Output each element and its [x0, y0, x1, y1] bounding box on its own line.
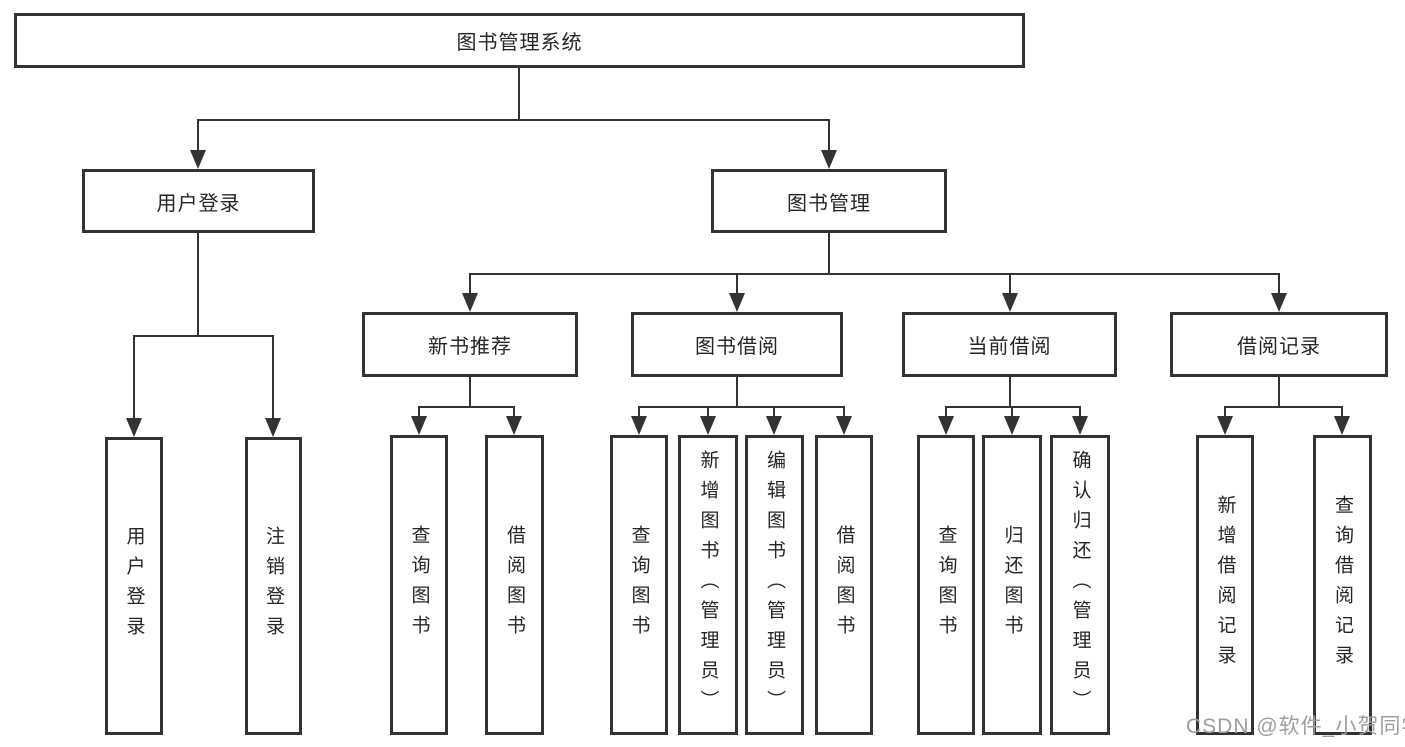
- connector-line: [518, 68, 520, 120]
- connector-line: [469, 377, 471, 407]
- leaf-add-borrow-record: 新增借阅记录: [1196, 435, 1254, 735]
- csdn-watermark: CSDN @软件_小贺同学: [1186, 715, 1405, 738]
- connector-line: [513, 407, 515, 422]
- arrowhead-down-icon: [1004, 416, 1020, 435]
- arrowhead-down-icon: [126, 418, 142, 437]
- leaf-borrow-books-2: 借阅图书: [815, 435, 873, 735]
- leaf-label: 编辑图书（管理员）: [764, 450, 785, 720]
- leaf-label: 查询图书: [628, 525, 650, 645]
- arrowhead-down-icon: [411, 416, 427, 435]
- connector-line: [1011, 407, 1013, 422]
- connector-line: [828, 120, 830, 155]
- leaf-label: 新增借阅记录: [1214, 495, 1236, 675]
- connector-line: [707, 407, 709, 422]
- leaf-logout: 注销登录: [245, 437, 302, 735]
- connector-line: [1341, 407, 1343, 422]
- leaf-query-books-2: 查询图书: [610, 435, 668, 735]
- arrowhead-down-icon: [821, 150, 837, 169]
- leaf-add-book-admin: 新增图书（管理员）: [678, 435, 738, 735]
- connector-line: [1278, 274, 1280, 297]
- connector-line: [638, 407, 640, 422]
- node-user-login: 用户登录: [82, 169, 315, 233]
- connector-line: [843, 407, 845, 422]
- leaf-borrow-books-1: 借阅图书: [485, 435, 544, 735]
- node-book-management: 图书管理: [711, 169, 947, 233]
- arrowhead-down-icon: [1072, 416, 1088, 435]
- arrowhead-down-icon: [836, 416, 852, 435]
- leaf-confirm-return-admin: 确认归还（管理员）: [1050, 435, 1110, 735]
- arrowhead-down-icon: [938, 416, 954, 435]
- arrowhead-down-icon: [1271, 293, 1287, 312]
- leaf-user-login: 用户登录: [105, 437, 163, 735]
- connector-line: [1224, 407, 1226, 422]
- connector-line: [197, 120, 199, 155]
- node-root: 图书管理系统: [14, 13, 1025, 68]
- arrowhead-down-icon: [462, 293, 478, 312]
- arrowhead-down-icon: [766, 416, 782, 435]
- connector-line: [736, 377, 738, 407]
- connector-line: [272, 336, 274, 422]
- connector-line: [1278, 377, 1280, 407]
- leaf-label: 注销登录: [263, 526, 284, 646]
- leaf-label: 用户登录: [123, 526, 145, 646]
- arrowhead-down-icon: [729, 293, 745, 312]
- arrowhead-down-icon: [700, 416, 716, 435]
- connector-line: [1009, 274, 1011, 297]
- connector-line: [1224, 406, 1343, 408]
- arrowhead-down-icon: [265, 418, 281, 437]
- connector-line: [638, 406, 845, 408]
- leaf-label: 借阅图书: [833, 525, 855, 645]
- connector-line: [418, 406, 515, 408]
- connector-line: [197, 119, 830, 121]
- leaf-query-books-1: 查询图书: [390, 435, 448, 735]
- connector-line: [736, 274, 738, 297]
- connector-line: [133, 336, 135, 422]
- node-book-borrowing: 图书借阅: [631, 312, 843, 377]
- connector-line: [1079, 407, 1081, 422]
- leaf-label: 归还图书: [1001, 525, 1023, 645]
- arrowhead-down-icon: [506, 416, 522, 435]
- connector-line: [945, 406, 1081, 408]
- connector-line: [418, 407, 420, 422]
- arrowhead-down-icon: [631, 416, 647, 435]
- node-current-borrowing: 当前借阅: [902, 312, 1117, 377]
- leaf-query-borrow-record: 查询借阅记录: [1313, 435, 1372, 735]
- connector-line: [828, 233, 830, 274]
- node-borrowing-records: 借阅记录: [1170, 312, 1388, 377]
- connector-line: [469, 273, 1280, 275]
- leaf-label: 查询图书: [935, 525, 957, 645]
- arrowhead-down-icon: [1002, 293, 1018, 312]
- leaf-return-books: 归还图书: [982, 435, 1042, 735]
- connector-line: [1009, 377, 1011, 407]
- leaf-label: 确认归还（管理员）: [1069, 450, 1091, 720]
- leaf-edit-book-admin: 编辑图书（管理员）: [745, 435, 804, 735]
- arrowhead-down-icon: [1217, 416, 1233, 435]
- connector-line: [773, 407, 775, 422]
- connector-line: [197, 233, 199, 336]
- node-new-book-recommend: 新书推荐: [362, 312, 578, 377]
- leaf-query-books-3: 查询图书: [917, 435, 975, 735]
- leaf-label: 新增图书（管理员）: [697, 450, 719, 720]
- leaf-label: 查询借阅记录: [1332, 495, 1353, 675]
- connector-line: [945, 407, 947, 422]
- connector-line: [133, 335, 274, 337]
- leaf-label: 查询图书: [408, 525, 430, 645]
- arrowhead-down-icon: [1334, 416, 1350, 435]
- connector-line: [469, 274, 471, 297]
- arrowhead-down-icon: [190, 150, 206, 169]
- leaf-label: 借阅图书: [504, 525, 525, 645]
